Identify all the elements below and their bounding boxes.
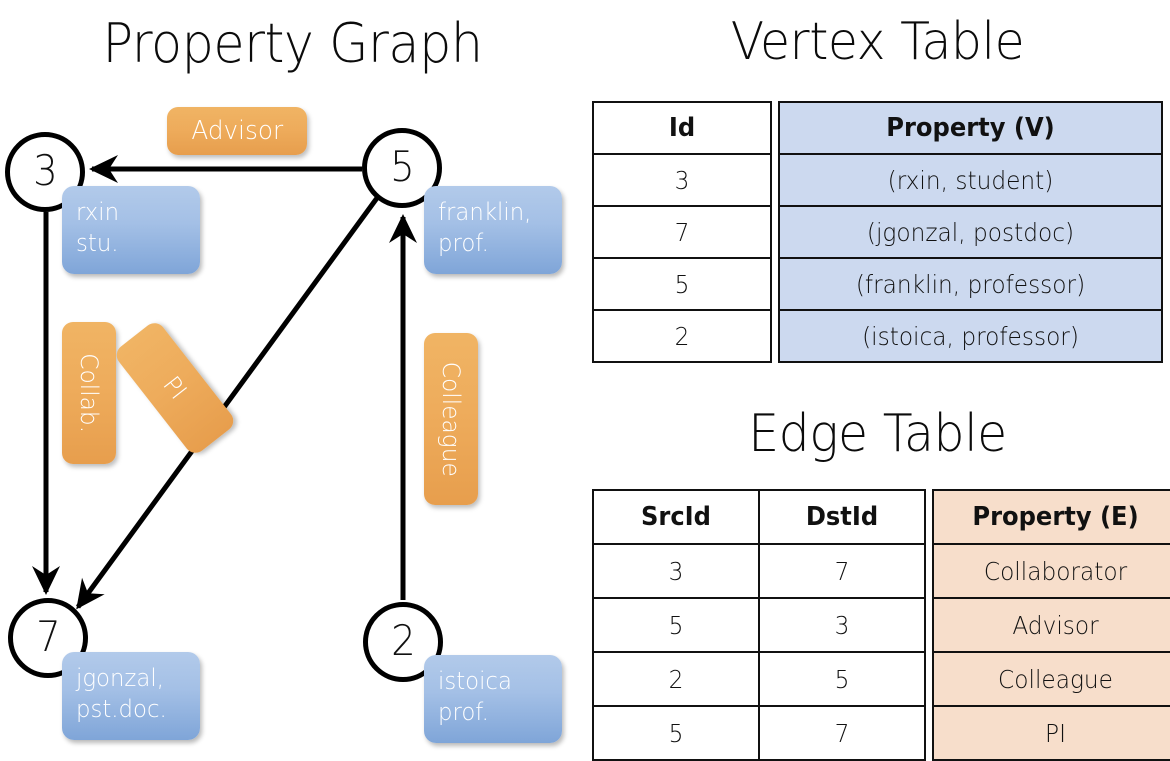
- vertex-header-property: Property (V): [778, 101, 1163, 155]
- vertex-cell-property: (istoica, professor): [778, 309, 1163, 363]
- edge-cell-property: Colleague: [932, 651, 1170, 707]
- edge-cell-dstid: 7: [758, 705, 926, 761]
- vertex-table-row: 7: [592, 205, 772, 259]
- vertex-property-line: istoica: [438, 667, 512, 695]
- vertex-cell-property: (jgonzal, postdoc): [778, 205, 1163, 259]
- vertex-table-row: (franklin, professor): [778, 257, 1163, 311]
- vertex-cell-id: 3: [592, 153, 772, 207]
- vertex-property-box-3[interactable]: rxin stu.: [62, 186, 200, 274]
- graph-node-label: 2: [390, 616, 416, 665]
- edge-cell-srcid: 3: [592, 543, 760, 599]
- edge-cell-srcid: 2: [592, 651, 760, 707]
- vertex-table-row: 5: [592, 257, 772, 311]
- vertex-table-property-column: Property (V) (rxin, student)(jgonzal, po…: [778, 101, 1163, 363]
- vertex-property-line: prof.: [438, 698, 489, 726]
- edge-table-row: PI: [932, 705, 1170, 761]
- vertex-table-row: (istoica, professor): [778, 309, 1163, 363]
- edge-cell-srcid: 5: [592, 705, 760, 761]
- vertex-property-line: franklin,: [438, 198, 532, 226]
- graph-node-7[interactable]: 7: [8, 598, 88, 678]
- edge-table-row: Collaborator: [932, 543, 1170, 599]
- vertex-table-row: (jgonzal, postdoc): [778, 205, 1163, 259]
- vertex-header-id: Id: [592, 101, 772, 155]
- edge-label-text: Advisor: [191, 116, 283, 146]
- vertex-property-box-5[interactable]: franklin, prof.: [424, 186, 562, 274]
- vertex-cell-id: 7: [592, 205, 772, 259]
- vertex-property-line: pst.doc.: [76, 695, 167, 723]
- edge-label-text: PI: [157, 371, 193, 405]
- vertex-table-row: 3: [592, 153, 772, 207]
- vertex-table-row: (rxin, student): [778, 153, 1163, 207]
- vertex-property-box-7[interactable]: jgonzal, pst.doc.: [62, 652, 200, 740]
- page-title-vertex-table: Vertex Table: [730, 12, 1025, 72]
- edge-cell-dstid: 3: [758, 597, 926, 653]
- vertex-property-line: rxin: [76, 198, 120, 226]
- edge-cell-dstid: 7: [758, 543, 926, 599]
- edge-table-row: Colleague: [932, 651, 1170, 707]
- edge-cell-property: Collaborator: [932, 543, 1170, 599]
- graph-node-2[interactable]: 2: [363, 602, 443, 682]
- edge-header-property: Property (E): [932, 489, 1170, 545]
- vertex-cell-property: (franklin, professor): [778, 257, 1163, 311]
- page-title-edge-table: Edge Table: [748, 404, 1007, 464]
- edge-label-collab[interactable]: Collab.: [62, 322, 116, 464]
- edge-5-to-7: [75, 196, 380, 610]
- vertex-property-box-2[interactable]: istoica prof.: [424, 655, 562, 743]
- edge-header-dstid: DstId: [758, 489, 926, 545]
- vertex-property-line: prof.: [438, 229, 489, 257]
- edge-cell-property: Advisor: [932, 597, 1170, 653]
- edge-label-colleague[interactable]: Colleague: [424, 333, 478, 505]
- graph-edges-layer: [31, 154, 418, 610]
- vertex-cell-id: 5: [592, 257, 772, 311]
- edge-table-row: Advisor: [932, 597, 1170, 653]
- edge-cell-dstid: 5: [758, 651, 926, 707]
- edge-label-advisor[interactable]: Advisor: [167, 107, 307, 155]
- vertex-cell-id: 2: [592, 309, 772, 363]
- vertex-cell-property: (rxin, student): [778, 153, 1163, 207]
- vertex-property-line: stu.: [76, 229, 119, 257]
- edge-label-text: Colleague: [437, 361, 465, 477]
- vertex-property-line: jgonzal,: [76, 664, 164, 692]
- graph-node-label: 3: [32, 146, 58, 195]
- edge-cell-srcid: 5: [592, 597, 760, 653]
- graph-node-label: 5: [389, 142, 415, 191]
- vertex-table-row: 2: [592, 309, 772, 363]
- edge-label-text: Collab.: [75, 353, 103, 433]
- page-title-property-graph: Property Graph: [102, 12, 483, 75]
- graph-node-label: 7: [35, 612, 61, 661]
- edge-cell-property: PI: [932, 705, 1170, 761]
- edge-header-srcid: SrcId: [592, 489, 760, 545]
